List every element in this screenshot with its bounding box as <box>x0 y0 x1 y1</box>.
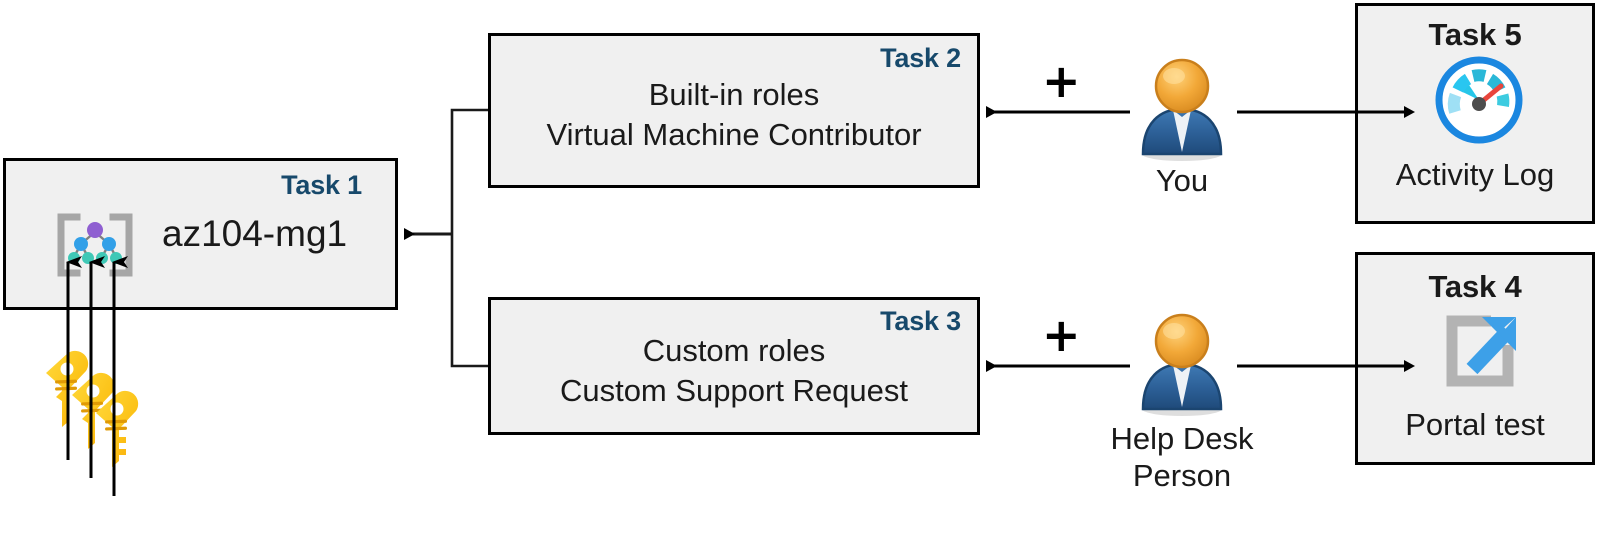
task3-box[interactable]: Task 3 Custom roles Custom Support Reque… <box>488 297 980 435</box>
helpdesk-label-line2: Person <box>1132 458 1232 493</box>
task5-label: Task 5 <box>1428 17 1522 52</box>
task1-box[interactable]: Task 1 az104-mg1 <box>3 158 398 310</box>
task4-name: Portal test <box>1405 407 1545 442</box>
activity-log-gauge-icon <box>1435 56 1523 144</box>
task3-line2: Custom Support Request <box>559 373 909 408</box>
management-group-icon <box>53 213 137 277</box>
task2-line2: Virtual Machine Contributor <box>546 117 922 152</box>
helpdesk-label-line1: Help Desk <box>1110 421 1254 456</box>
connector-task2-to-task1 <box>450 108 488 234</box>
task2-box[interactable]: Task 2 Built-in roles Virtual Machine Co… <box>488 33 980 188</box>
task2-label: Task 2 <box>880 43 961 73</box>
task5-box[interactable]: Task 5 <box>1355 3 1595 224</box>
plus-operator-top: + <box>1042 54 1081 108</box>
task1-name: az104-mg1 <box>162 213 348 254</box>
task5-name: Activity Log <box>1395 157 1555 192</box>
task1-label: Task 1 <box>281 170 362 200</box>
task4-box[interactable]: Task 4 Portal test <box>1355 252 1595 465</box>
you-user-icon[interactable] <box>1136 57 1228 162</box>
keys-icon <box>38 347 150 467</box>
you-label: You <box>1155 163 1209 198</box>
connector-task3-to-task1 <box>450 234 488 368</box>
task3-label: Task 3 <box>880 306 961 336</box>
plus-operator-bottom: + <box>1042 308 1081 362</box>
task4-label: Task 4 <box>1428 269 1522 304</box>
external-link-icon <box>1438 307 1524 391</box>
helpdesk-user-icon[interactable] <box>1136 312 1228 417</box>
task3-line1: Custom roles <box>642 333 826 368</box>
task2-line1: Built-in roles <box>648 77 820 112</box>
